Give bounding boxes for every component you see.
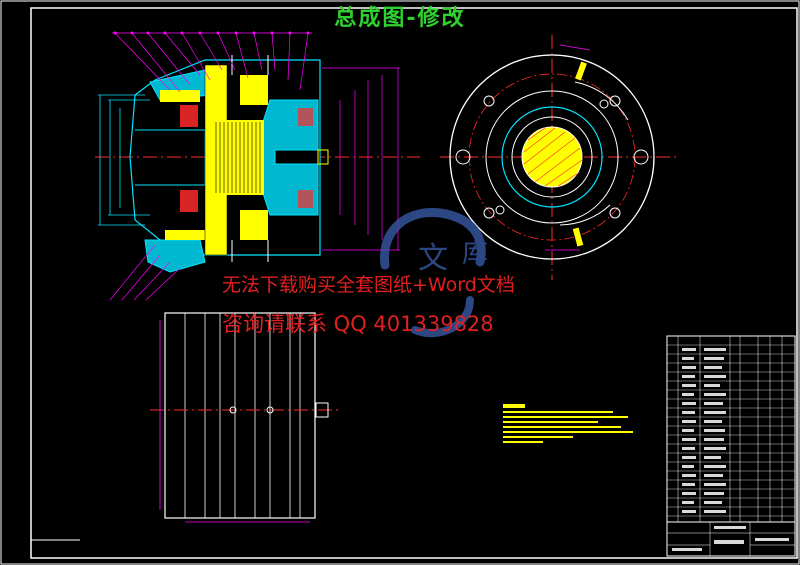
leader-end-markers <box>113 31 310 35</box>
shaft-hatching <box>523 127 583 187</box>
housing-circle <box>485 90 619 224</box>
upper-slot <box>574 81 629 121</box>
flange-outer-circle <box>449 54 655 260</box>
section-view <box>95 31 420 301</box>
watermark-download-text: 无法下载购买全套图纸+Word文档 <box>222 274 515 296</box>
right-dimension-lines <box>322 67 400 251</box>
friction-plates <box>215 122 261 193</box>
parts-list-cell-text <box>682 348 726 513</box>
side-view-bolt-b <box>266 406 274 414</box>
svg-text:文: 文 <box>418 241 448 276</box>
gear-hatch-lower <box>298 190 313 208</box>
left-dimension-lines <box>98 94 150 226</box>
lower-seal-ring <box>165 230 205 240</box>
inner-bore-circle <box>501 106 603 208</box>
wenku-logo-icon: 文 库 <box>380 207 488 338</box>
bolt-circle <box>468 73 636 241</box>
lower-hatch-section <box>180 190 198 212</box>
friction-pack <box>212 120 264 195</box>
angle-dimension <box>559 44 591 51</box>
part-leader-lines-bottom <box>109 244 181 301</box>
notes-heading-bar <box>503 404 525 408</box>
side-view-bolt-a <box>229 406 237 414</box>
side-view-ribs <box>184 313 301 518</box>
title-block-grid <box>667 522 795 556</box>
shaft-section <box>521 126 583 188</box>
side-view-body <box>164 312 316 519</box>
housing-bolts <box>231 55 269 262</box>
parts-list-rows <box>667 344 795 517</box>
shaft-nut <box>317 149 329 165</box>
lower-bearing <box>240 210 268 240</box>
flange-bolt-holes <box>455 95 649 219</box>
drawing-title: 总成图-修改 <box>334 6 466 31</box>
parts-list-columns <box>677 336 783 522</box>
gear-hatch-upper <box>298 108 313 126</box>
output-shaft <box>274 149 321 165</box>
end-view <box>440 35 680 280</box>
upper-hatch-section <box>180 105 198 127</box>
parts-list-table <box>666 335 796 557</box>
svg-text:库: 库 <box>462 239 488 269</box>
lower-pin <box>572 227 584 247</box>
title-block <box>666 521 796 557</box>
title-block-text <box>672 526 789 551</box>
upper-seal-ring <box>160 90 200 102</box>
side-view <box>150 312 340 523</box>
lower-end-cap <box>144 239 206 273</box>
side-view-shaft-end <box>315 402 329 418</box>
lower-slot <box>559 204 611 226</box>
part-leader-lines-top <box>112 32 312 93</box>
technical-notes <box>503 404 633 443</box>
notes-lines <box>503 411 633 443</box>
sheet-frame <box>30 7 798 559</box>
watermark-contact-text: 咨询请联系 QQ 401339828 <box>222 312 494 336</box>
upper-bearing <box>240 75 268 105</box>
hub-circle <box>511 116 593 198</box>
upper-pin <box>575 61 587 81</box>
